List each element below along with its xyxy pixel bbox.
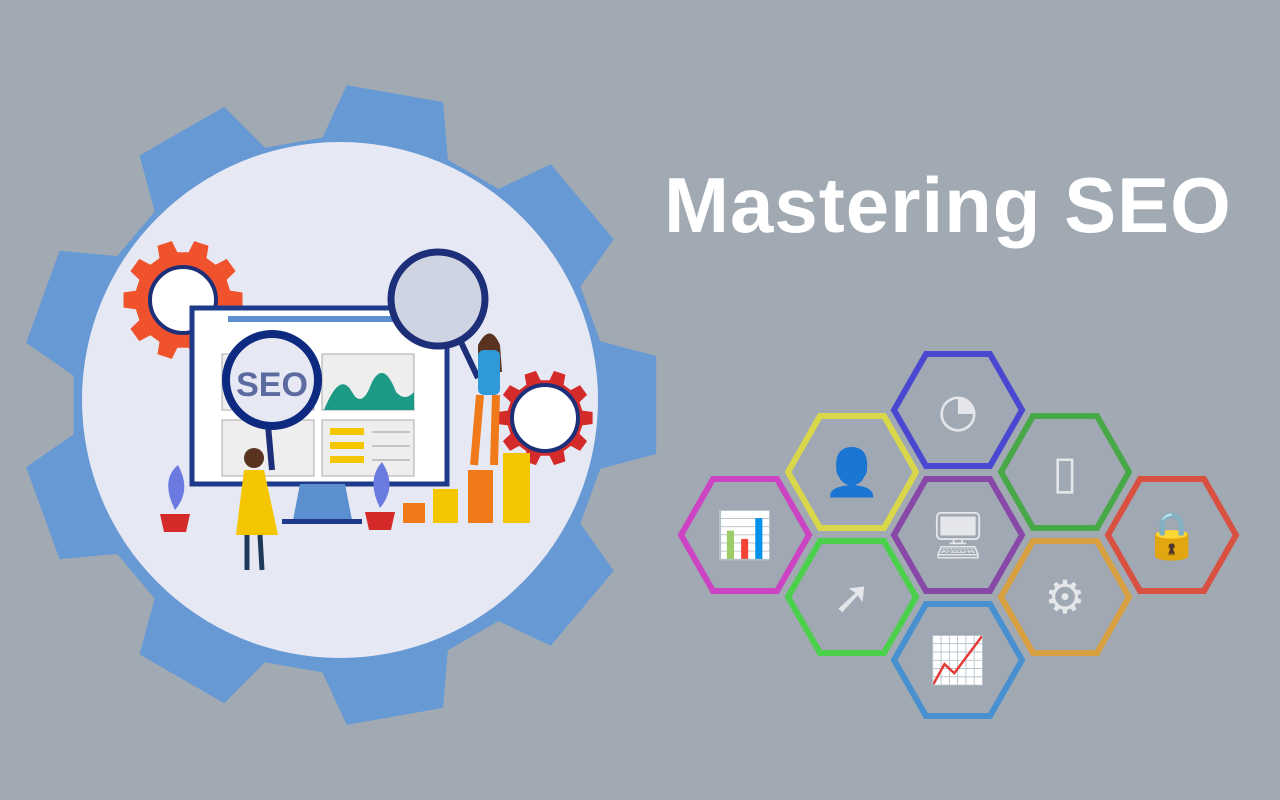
seo-magnifier: SEO [222, 330, 322, 471]
hexagon-user: 👤 [784, 413, 920, 531]
hexagon-lock: 🔒 [1104, 476, 1240, 594]
person-woman-yellow [236, 448, 278, 571]
hexagon-monitor: 🖥 [890, 476, 1026, 594]
hexagon-cursor-click: ➚ [784, 538, 920, 656]
hexagon-frame [890, 476, 1026, 594]
hexagon-frame [1104, 476, 1240, 594]
smartphone-icon: ▯ [1052, 445, 1077, 499]
page-title: Mastering SEO [664, 161, 1232, 249]
growth-chart-icon: 📈 [929, 633, 986, 687]
hexagon-pie-chart: ◔ [890, 351, 1026, 469]
hexagon-smartphone: ▯ [997, 413, 1133, 531]
hexagon-frame [997, 538, 1133, 656]
hexagon-frame [997, 413, 1133, 531]
monitor-icon: 🖥 [929, 508, 987, 562]
seo-label: SEO [236, 366, 308, 404]
user-icon: 👤 [823, 445, 880, 499]
lock-icon: 🔒 [1143, 508, 1200, 562]
person-woman-blue [470, 333, 502, 466]
bar-chart-icon: 📊 [716, 508, 773, 562]
hexagon-gear: ⚙ [997, 538, 1133, 656]
cursor-click-icon: ➚ [833, 570, 872, 624]
pie-chart-icon: ◔ [938, 383, 978, 437]
hexagon-growth-chart: 📈 [890, 601, 1026, 719]
hexagon-frame [784, 538, 920, 656]
gear-icon: ⚙ [1044, 570, 1085, 624]
plant-left [160, 465, 190, 532]
hexagon-frame [677, 476, 813, 594]
hexagon-frame [890, 601, 1026, 719]
plant-right [365, 462, 395, 530]
hexagon-bar-chart: 📊 [677, 476, 813, 594]
search-magnifier-icon [387, 248, 489, 380]
hexagon-frame [784, 413, 920, 531]
hexagon-frame [890, 351, 1026, 469]
hexagon-icon-cluster: ◔ 👤 ▯ 📊 🖥 🔒 ➚ ⚙ 📈 [677, 351, 1240, 719]
bar-chart-illustration [403, 453, 530, 523]
